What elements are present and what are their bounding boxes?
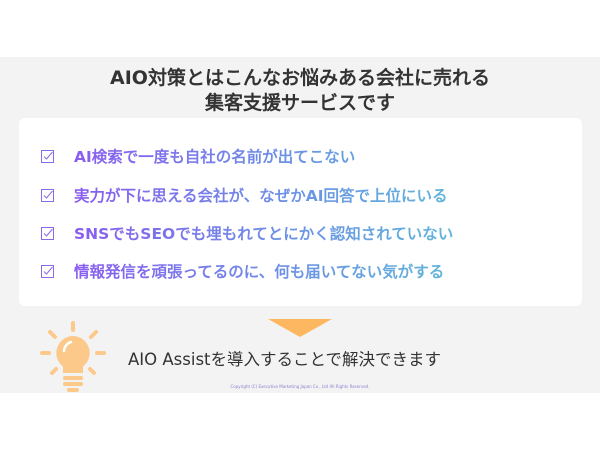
problem-item: 情報発信を頑張ってるのに、何も届いてない気がする <box>41 260 524 282</box>
checkbox-icon <box>41 226 54 240</box>
problem-text: 実力が下に思える会社が、なぜかAI回答で上位にいる <box>74 184 524 206</box>
slide: AIO対策とはこんなお悩みある会社に売れる 集客支援サービスです AI検索で一度… <box>0 57 600 393</box>
slide-title: AIO対策とはこんなお悩みある会社に売れる 集客支援サービスです <box>0 66 600 116</box>
title-line-2: 集客支援サービスです <box>204 92 395 114</box>
copyright-text: Copyright (C) Executive Marketing Japan … <box>230 384 370 389</box>
checkbox-icon <box>41 149 54 163</box>
problem-list-card: AI検索で一度も自社の名前が出てこない 実力が下に思える会社が、なぜかAI回答で… <box>19 118 582 306</box>
checkbox-icon <box>41 188 54 202</box>
lightbulb-icon <box>40 321 106 392</box>
problem-item: 実力が下に思える会社が、なぜかAI回答で上位にいる <box>41 184 524 206</box>
title-line-1: AIO対策とはこんなお悩みある会社に売れる <box>110 67 490 89</box>
problem-text: 情報発信を頑張ってるのに、何も届いてない気がする <box>74 260 524 282</box>
problem-item: AI検索で一度も自社の名前が出てこない <box>41 145 524 167</box>
down-arrow-icon <box>268 319 332 337</box>
problem-item: SNSでもSEOでも埋もれてとにかく認知されていない <box>41 222 524 244</box>
checkbox-icon <box>41 264 54 278</box>
problem-text: AI検索で一度も自社の名前が出てこない <box>74 145 524 167</box>
problem-text: SNSでもSEOでも埋もれてとにかく認知されていない <box>74 222 524 244</box>
solution-text: AIO Assistを導入することで解決できます <box>128 350 442 369</box>
